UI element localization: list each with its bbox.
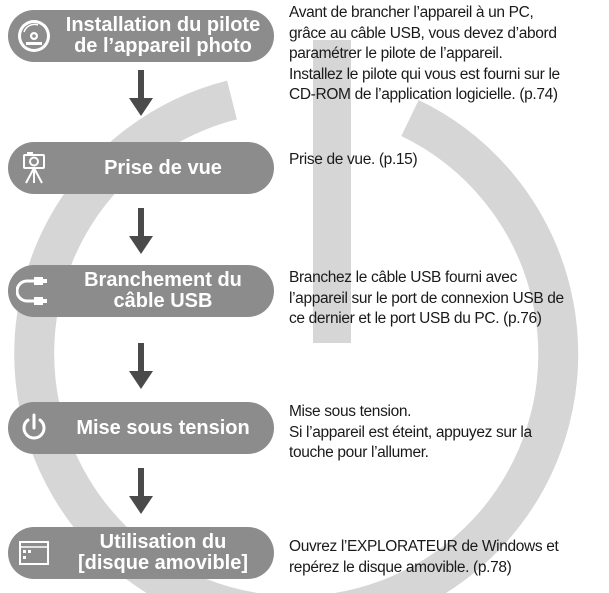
- camera-tripod-icon: [14, 148, 54, 188]
- arrow-down-1: [129, 70, 153, 116]
- step-connect-usb: Branchement du câble USB: [8, 265, 274, 317]
- step-description: Ouvrez l’EXPLORATEUR de Windows et repér…: [289, 538, 559, 576]
- step-description: Avant de brancher l’appareil à un PC, gr…: [289, 4, 560, 103]
- step-label: Mise sous tension: [76, 416, 250, 439]
- step-label: Branchement du câble USB: [84, 269, 242, 312]
- step-description: Branchez le câble USB fourni avec l’appa…: [289, 269, 564, 327]
- step-power-on: Mise sous tension: [8, 402, 274, 454]
- cd-disc-icon: [14, 16, 54, 56]
- step-removable-disk: Utilisation du [disque amovible]: [8, 527, 274, 579]
- step-label: Utilisation du [disque amovible]: [77, 531, 249, 574]
- arrow-down-2: [129, 208, 153, 254]
- step-label: Installation du pilote de l’appareil pho…: [65, 14, 261, 57]
- step-take-picture: Prise de vue: [8, 142, 274, 194]
- step-label: Prise de vue: [104, 156, 222, 179]
- step-description: Mise sous tension. Si l’appareil est éte…: [289, 403, 532, 461]
- power-icon: [14, 408, 54, 448]
- removable-disk-icon: [14, 533, 54, 573]
- usb-cable-icon: [14, 271, 54, 311]
- step-description: Prise de vue. (p.15): [289, 151, 418, 168]
- arrow-down-4: [129, 468, 153, 514]
- arrow-down-3: [129, 343, 153, 389]
- step-install-driver: Installation du pilote de l’appareil pho…: [8, 10, 274, 62]
